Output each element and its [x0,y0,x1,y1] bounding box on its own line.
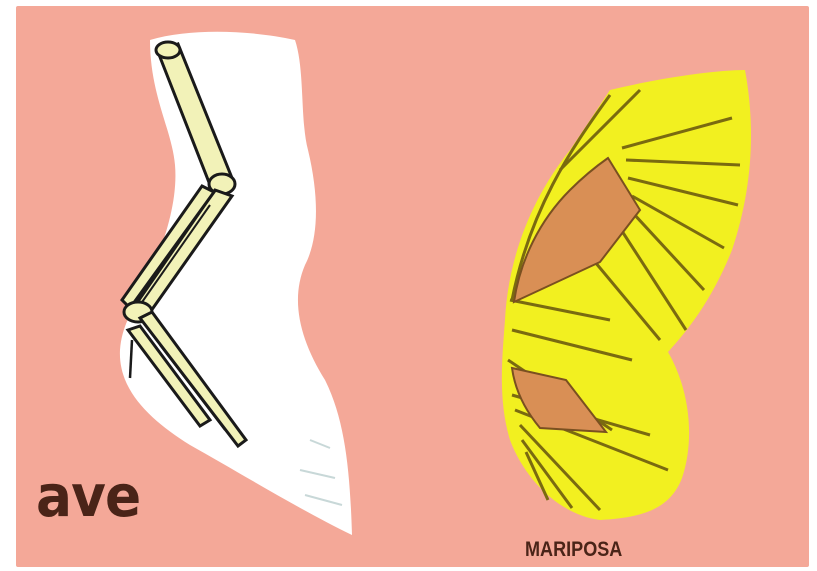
butterfly-label: MARIPOSA [525,538,622,562]
bird-label: ave [36,462,140,530]
